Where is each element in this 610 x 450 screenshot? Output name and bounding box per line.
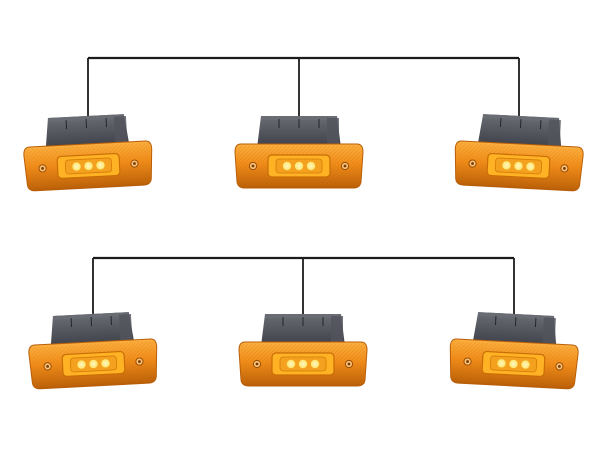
led-bulb (306, 161, 316, 171)
bracket-top-edge (47, 114, 125, 123)
screw-hole-center (133, 162, 136, 165)
led-bulb (514, 161, 523, 171)
lamp-bottom-left (28, 312, 158, 390)
bracket-side (327, 118, 339, 148)
led-bulb (101, 359, 110, 368)
led-bulb (89, 359, 98, 369)
lamp-top-center (234, 116, 364, 189)
led-bulb (521, 360, 530, 369)
led-bulb (310, 359, 320, 369)
led-bulb (72, 162, 81, 171)
bracket-side (542, 317, 556, 349)
mounting-bracket (261, 314, 345, 346)
lamp-bottom-center (238, 314, 368, 387)
screw-hole-center (138, 360, 141, 363)
led-bulb (294, 161, 304, 171)
mounting-bracket (257, 116, 341, 148)
led-bulb (497, 359, 506, 368)
bracket-top-edge (482, 114, 560, 123)
bracket-side (331, 316, 343, 346)
bracket-top-edge (261, 116, 337, 120)
led-bulb (96, 161, 105, 170)
bracket-top-edge (265, 314, 341, 318)
screw-hole-center (343, 164, 347, 168)
led-bulb (298, 359, 308, 369)
bracket-side (547, 119, 561, 151)
screw-hole-center (255, 362, 259, 366)
bracket-side (113, 115, 128, 147)
lamp-bottom-right (449, 312, 579, 390)
screw-hole-center (466, 360, 469, 363)
screw-hole-center (558, 364, 561, 368)
bracket-top-edge (477, 312, 555, 321)
led-bulb (84, 161, 93, 171)
screw-hole-center (471, 162, 474, 165)
led-bulb (282, 161, 292, 171)
screw-hole-center (41, 166, 44, 170)
lamp-top-left (23, 114, 153, 192)
bracket-side (118, 313, 133, 345)
wiring (87, 56, 520, 318)
led-bulb (286, 359, 296, 369)
screw-hole-center (563, 166, 566, 170)
screw-hole-center (46, 364, 49, 368)
bracket-top-edge (52, 312, 130, 321)
lamp-top-right (454, 114, 584, 192)
screw-hole-center (251, 164, 255, 168)
led-bulb (526, 162, 535, 171)
led-bulb (502, 161, 511, 170)
led-bulb (77, 360, 86, 369)
led-bulb (509, 359, 518, 369)
lamp-array (23, 114, 584, 390)
screw-hole-center (347, 362, 351, 366)
